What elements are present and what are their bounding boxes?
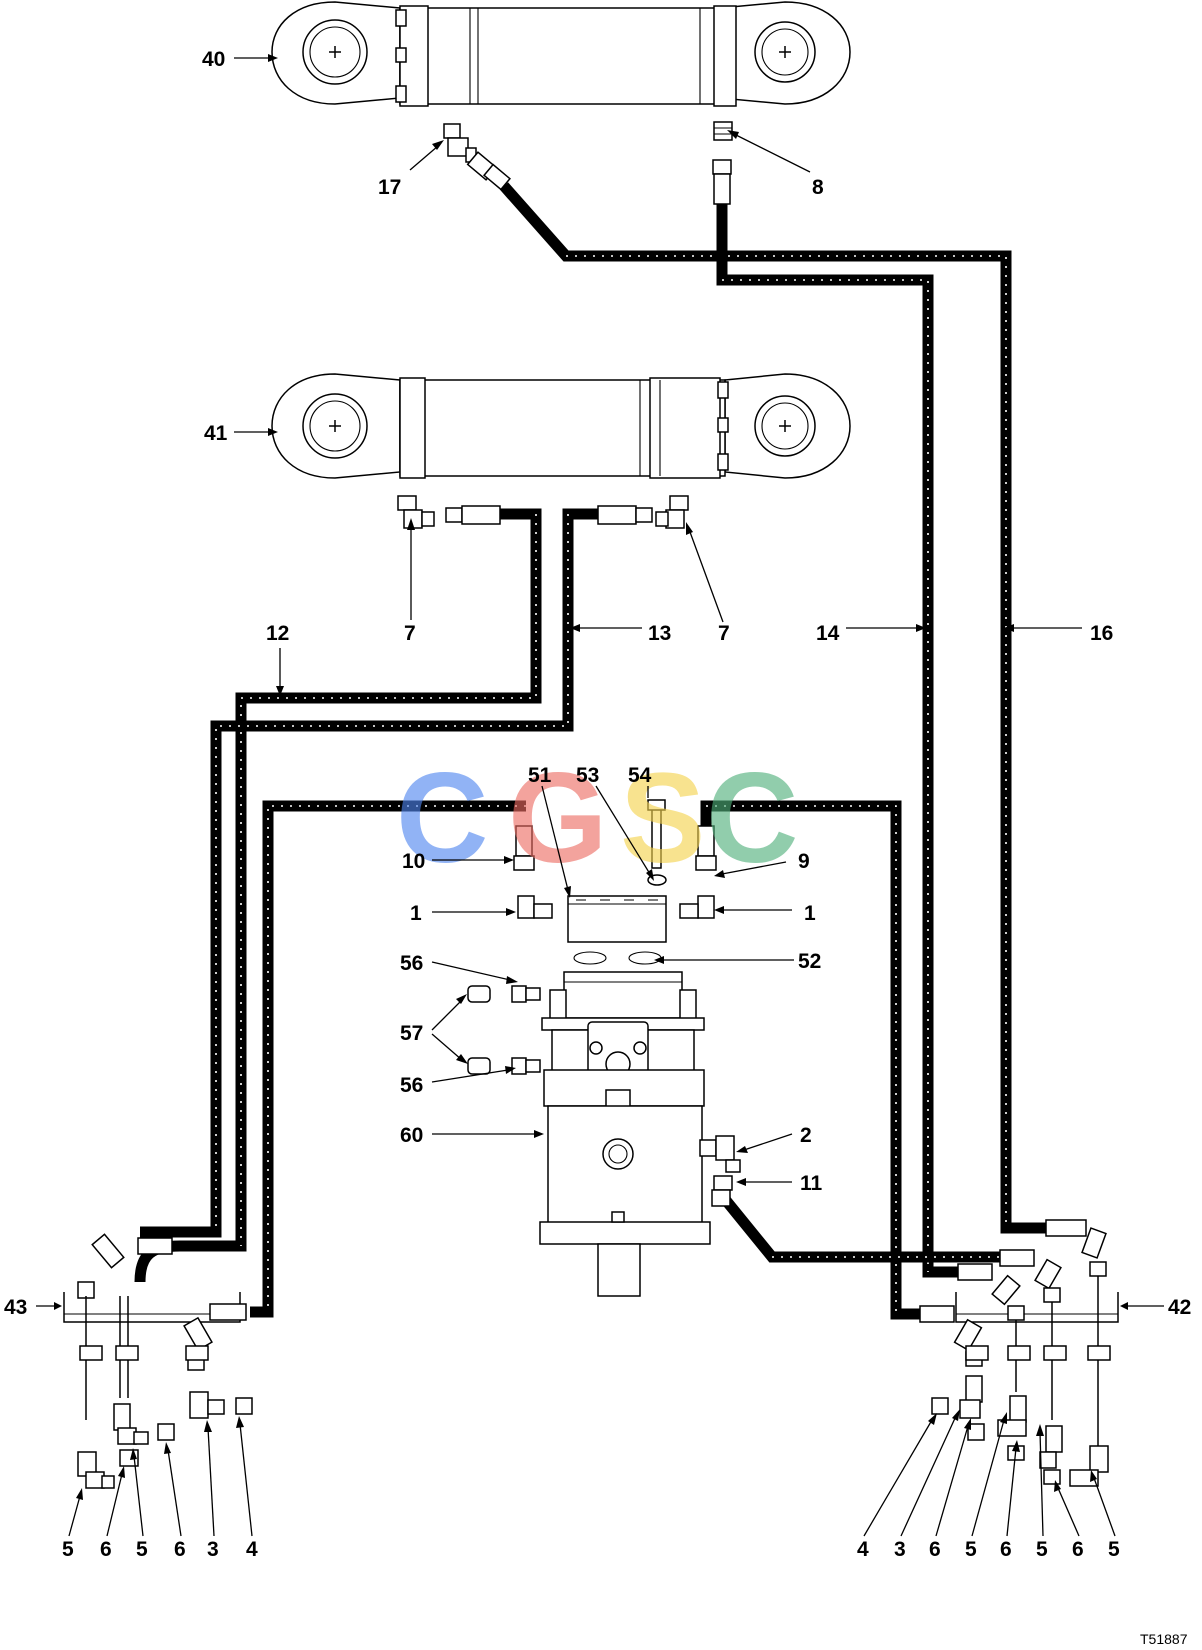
leader-lines xyxy=(36,54,1164,1537)
callout-7-right: 7 xyxy=(718,622,730,645)
callout-56-lower: 56 xyxy=(400,1074,423,1097)
watermark-letter-s: S xyxy=(620,747,705,890)
fitting-17-elbow xyxy=(443,123,477,163)
hose-end-11 xyxy=(711,1175,733,1207)
callout-8: 8 xyxy=(812,176,824,199)
cylinder-41 xyxy=(271,373,851,479)
callout-12: 12 xyxy=(266,622,289,645)
cylinder-40 xyxy=(271,1,851,107)
callout-bottom-right-5a: 5 xyxy=(965,1538,977,1561)
callout-bottom-right-6c: 6 xyxy=(1072,1538,1084,1561)
left-hose-ends xyxy=(77,1233,247,1420)
orings-52 xyxy=(573,951,662,965)
hose-left-lower xyxy=(250,800,526,1318)
callout-7-left: 7 xyxy=(404,622,416,645)
callout-51: 51 xyxy=(528,764,552,787)
hose-end-9 xyxy=(695,825,717,871)
callout-9: 9 xyxy=(798,850,810,873)
callout-bottom-left-5a: 5 xyxy=(62,1538,74,1561)
callout-53: 53 xyxy=(576,764,599,787)
watermark-letter-c1: C xyxy=(396,747,488,890)
hose-12 xyxy=(180,508,542,1252)
figure-id: T51887 xyxy=(1140,1631,1188,1647)
callout-bottom-left-6b: 6 xyxy=(174,1538,186,1561)
callout-43: 43 xyxy=(4,1296,27,1319)
callout-2: 2 xyxy=(800,1124,812,1147)
hose-end-8 xyxy=(712,159,732,205)
callout-13: 13 xyxy=(648,622,671,645)
callout-17: 17 xyxy=(378,176,401,199)
callout-11: 11 xyxy=(800,1172,823,1195)
callout-bottom-right-5b: 5 xyxy=(1036,1538,1048,1561)
callout-60: 60 xyxy=(400,1124,423,1147)
callout-bottom-right-4: 4 xyxy=(857,1538,869,1561)
callout-1-left: 1 xyxy=(410,902,422,925)
callout-52: 52 xyxy=(798,950,821,973)
left-fittings xyxy=(77,1345,253,1489)
watermark-letter-c2: C xyxy=(706,747,798,890)
pin-54 xyxy=(647,799,666,869)
elbow-1-right xyxy=(679,895,715,919)
callout-bottom-left-5b: 5 xyxy=(136,1538,148,1561)
watermark-cgsc: C G S C xyxy=(396,747,798,890)
right-hose-ends xyxy=(919,1219,1107,1460)
hose-14 xyxy=(716,203,960,1278)
elbow-1-left xyxy=(517,895,553,919)
callout-bottom-right-3: 3 xyxy=(894,1538,906,1561)
elbow-2 xyxy=(699,1135,741,1173)
callout-labels: 40 17 8 41 7 7 12 13 14 16 51 53 54 10 9… xyxy=(4,48,1191,1561)
callout-1-right: 1 xyxy=(804,902,816,925)
callout-bottom-left-3: 3 xyxy=(207,1538,219,1561)
hose-end-17 xyxy=(466,151,511,191)
callout-41: 41 xyxy=(204,422,228,445)
callout-56-upper: 56 xyxy=(400,952,423,975)
callout-bottom-left-4: 4 xyxy=(246,1538,258,1561)
callout-10: 10 xyxy=(402,850,425,873)
callout-42: 42 xyxy=(1168,1296,1191,1319)
callout-bottom-right-6b: 6 xyxy=(1000,1538,1012,1561)
hose-11 xyxy=(719,1194,1000,1263)
hose-right-lower xyxy=(700,800,920,1320)
callout-bottom-left-6a: 6 xyxy=(100,1538,112,1561)
pump-motor-60 xyxy=(539,971,711,1297)
hose-17 xyxy=(499,182,1048,1234)
hose-end-13-upper xyxy=(597,505,653,525)
callout-bottom-right-5c: 5 xyxy=(1108,1538,1120,1561)
callout-57: 57 xyxy=(400,1022,423,1045)
plugs-57-56 xyxy=(467,985,541,1075)
callout-40: 40 xyxy=(202,48,225,71)
callout-54: 54 xyxy=(628,764,652,787)
callout-bottom-right-6a: 6 xyxy=(929,1538,941,1561)
elbow-7-left xyxy=(397,495,435,529)
callout-14: 14 xyxy=(816,622,840,645)
bracket-42 xyxy=(955,1292,1119,1323)
manifold-51 xyxy=(567,895,667,943)
watermark-letter-g: G xyxy=(508,747,608,890)
hose-end-12-upper xyxy=(445,505,501,525)
hose-13 xyxy=(140,508,598,1238)
callout-16: 16 xyxy=(1090,622,1113,645)
hose-end-10 xyxy=(513,825,535,871)
elbow-7-right xyxy=(655,495,689,529)
